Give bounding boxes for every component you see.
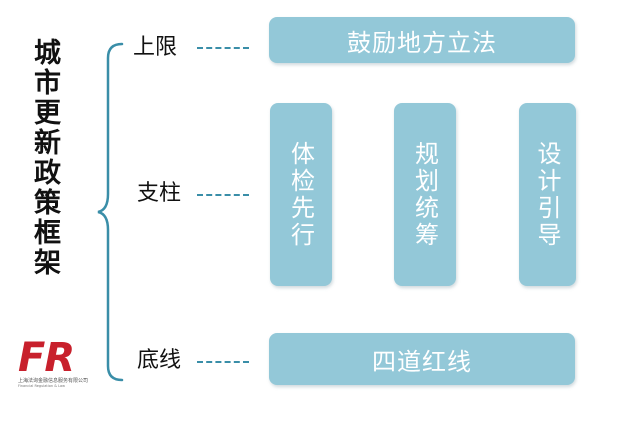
pillar-2: 规划统筹 [394, 103, 456, 286]
pillar-1: 体检先行 [270, 103, 332, 286]
top-box: 鼓励地方立法 [269, 17, 575, 63]
level-label-bottom: 底线 [137, 348, 182, 373]
pillar-1-label: 体检先行 [286, 140, 315, 249]
pillar-3-label: 设计引导 [533, 140, 561, 249]
bottom-box-label: 四道红线 [372, 347, 472, 376]
pillar-3: 设计引导 [519, 103, 576, 286]
connector-middle [197, 194, 249, 196]
connector-bottom [197, 361, 249, 363]
framework-title: 城市更新政策框架 [29, 38, 60, 278]
curly-brace [97, 42, 124, 382]
level-label-middle: 支柱 [137, 181, 182, 206]
logo-name-cn: 上海法询金融信息服务有限公司 [18, 378, 89, 384]
level-label-top: 上限 [133, 35, 178, 60]
company-logo: FR 上海法询金融信息服务有限公司 Financial Regulation &… [18, 338, 90, 389]
logo-name-en: Financial Regulation & Law [18, 384, 66, 388]
bottom-box: 四道红线 [269, 333, 575, 385]
connector-top [197, 47, 249, 49]
top-box-label: 鼓励地方立法 [347, 28, 497, 57]
pillar-2-label: 规划统筹 [410, 140, 439, 249]
logo-letters: FR [18, 335, 75, 381]
